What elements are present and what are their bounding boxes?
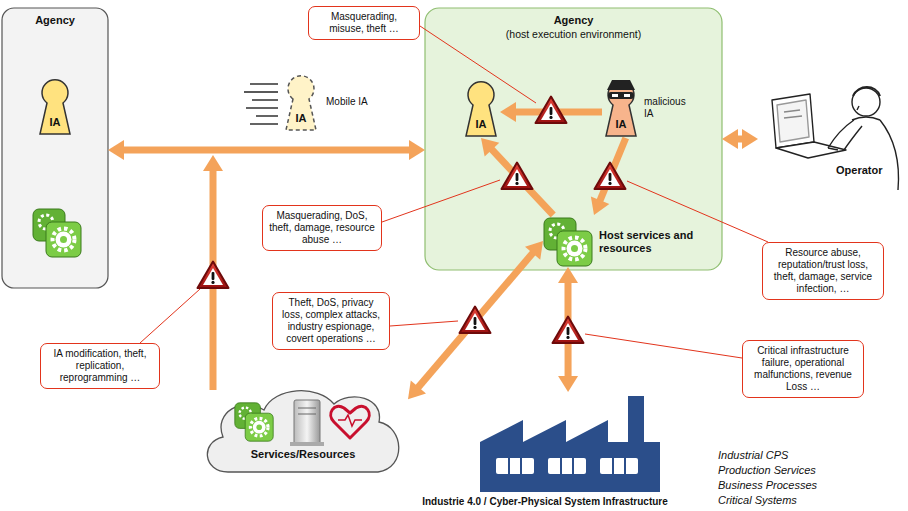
agent-label: IA [36,116,74,129]
warning-sign [553,317,584,344]
infrastructure-item: Critical Systems [718,494,797,507]
host-agency-panel [425,8,722,270]
threat-callout: Resource abuse, reputation/trust loss, t… [762,242,884,300]
threat-text: Theft, DoS, privacy loss, complex attack… [279,297,383,345]
flow-arrow [108,140,425,160]
arrow-head [108,140,124,160]
infrastructure-item: Industrial CPS [718,449,788,462]
arrow-head [742,129,758,149]
arrow-head [558,267,578,283]
threat-text: Resource abuse, reputation/trust loss, t… [769,247,877,295]
factory: Industrial CPS Production ServicesBusines… [478,392,818,508]
warning-sign [460,307,491,334]
flow-arrow [481,138,553,215]
arrow-head [591,196,609,215]
cloud-services: Services/Resources [198,382,408,478]
agent-caption: Mobile IA [326,96,382,108]
threat-text: IA modification, theft, replication, rep… [47,348,153,384]
threat-callout: Critical infrastructure failure, operati… [742,340,864,398]
arrow-head [408,381,426,400]
speed-lines [244,84,278,124]
panel-title: Agency [425,14,722,27]
threat-text: Masquerading, misuse, theft … [315,11,413,35]
agent-label: IA [602,118,640,131]
threat-callout: Masquerading, DoS, theft, damage, resour… [262,205,382,251]
malicious-agent: IA malicious IA [602,80,697,138]
arrow-head [525,241,543,260]
arrow-head [722,129,738,149]
arrow-shaft [417,252,534,389]
arrow-head [481,138,499,157]
threat-callout: IA modification, theft, replication, rep… [40,343,160,389]
agent-label: IA [282,112,320,125]
host-agency-panel: Agency(host execution environment) IA IA ma… [425,8,722,270]
threat-callout: Masquerading, misuse, theft … [308,6,420,40]
panel-title: Agency [2,14,108,27]
host-services: Host services and resources [543,215,713,267]
warning-sign [502,163,533,190]
warning-sign [595,163,626,190]
threat-callout: Theft, DoS, privacy loss, complex attack… [272,292,390,350]
intelligent-agent: IA [36,78,74,136]
agency-panel: AgencyIA [2,8,108,288]
warning-sign [198,262,229,289]
threat-text: Masquerading, DoS, theft, damage, resour… [269,210,375,246]
agent-caption: malicious IA [644,96,694,120]
flow-arrow [722,129,758,149]
warning-sign [536,97,567,124]
operator: Operator [758,80,904,192]
service-label: Host services and resources [599,229,711,255]
operator-label: Operator [836,164,896,177]
cloud-label: Services/Resources [228,448,378,461]
agent-label: IA [462,118,500,131]
arrow-head [500,102,516,122]
threat-text: Critical infrastructure failure, operati… [749,345,857,393]
arrow-shaft [122,146,411,153]
arrow-shaft [491,148,554,215]
agency-services-icon [32,208,82,258]
intelligent-agent: IA [462,80,500,138]
agency-panel [2,8,108,288]
flow-arrow [591,138,626,215]
infrastructure-item: Production Services [718,464,816,477]
panel-subtitle: (host execution environment) [425,28,722,41]
infrastructure-item: Business Processes [718,479,817,492]
flow-arrow [408,241,543,399]
arrow-head [409,140,425,160]
leader-lines [140,26,768,358]
arrow-head [558,376,578,392]
cloud-services-icon [198,382,408,478]
figure-caption: Industrie 4.0 / Cyber-Physical System In… [380,496,710,507]
mobile-agent: IA Mobile IA [282,74,382,132]
